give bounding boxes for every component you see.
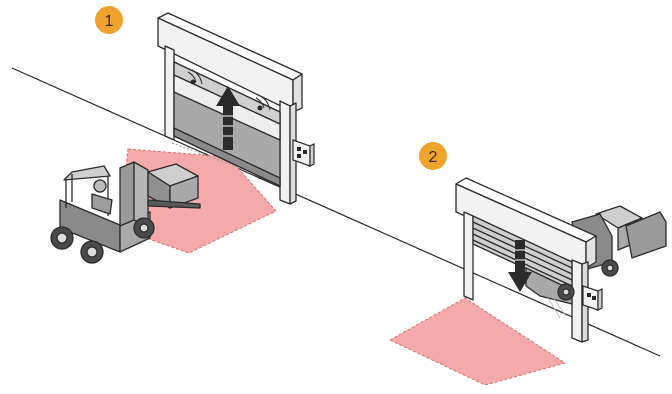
detection-zone-2 xyxy=(390,298,565,385)
step-badge-2: 2 xyxy=(419,142,447,170)
control-box-icon xyxy=(583,286,602,310)
step-badge-2-label: 2 xyxy=(429,149,438,166)
scene-1: 1 xyxy=(51,6,314,263)
step-badge-1: 1 xyxy=(95,6,123,34)
step-badge-1-label: 1 xyxy=(105,13,114,30)
scene-2: 2 xyxy=(390,142,666,385)
sensor-icon xyxy=(558,284,574,300)
